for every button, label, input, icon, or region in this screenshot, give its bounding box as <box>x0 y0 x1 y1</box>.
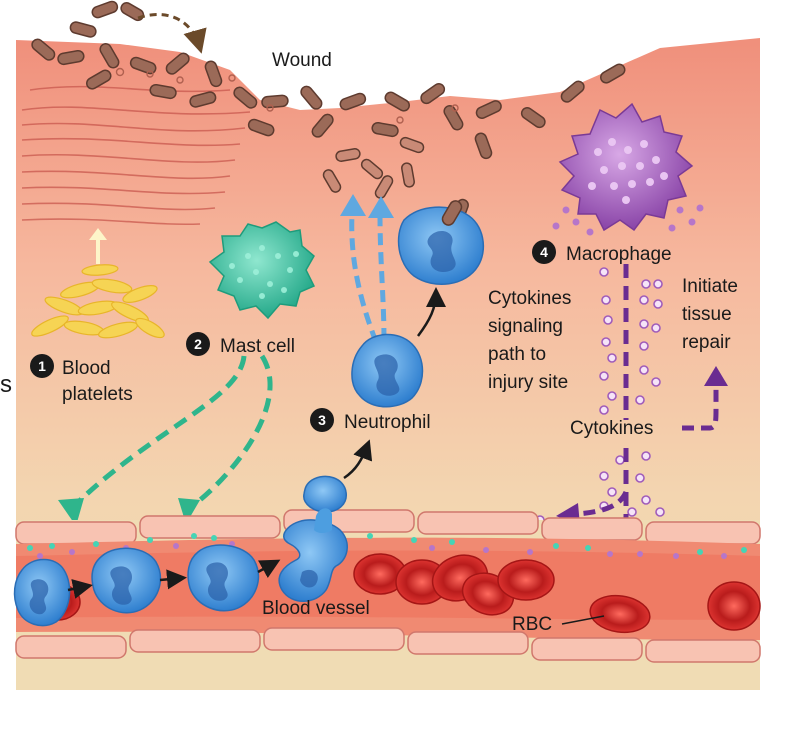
vessel-neutrophils <box>13 475 348 627</box>
platelets-cluster <box>31 264 165 339</box>
cytokines-signal-label-line4: injury site <box>488 372 568 393</box>
macrophage-label: Macrophage <box>566 244 672 265</box>
neutrophil-arrow-right-head <box>368 196 394 218</box>
rbc-label: RBC <box>512 614 552 635</box>
cytokine-left-arrow <box>575 490 629 517</box>
cytokine-dots <box>535 267 665 525</box>
cytokines-signal-label-line1: Cytokines <box>488 288 571 309</box>
neutrophil-arrow-left <box>349 213 379 343</box>
bacteria-entry-arrow <box>137 13 207 54</box>
svg-text:1: 1 <box>38 358 46 374</box>
platelets-arrow-head <box>89 228 107 240</box>
neutrophil <box>351 333 424 408</box>
tissue-repair-label-line2: tissue <box>682 304 732 325</box>
tissue-repair-arrow-head <box>704 366 728 386</box>
mast-cell-label: Mast cell <box>220 336 295 357</box>
tissue-repair-label-line1: Initiate <box>682 276 738 297</box>
mast-cell-arrow-1 <box>68 355 247 512</box>
vessel-neutrophil-1 <box>13 558 71 627</box>
wound-label: Wound <box>272 50 332 71</box>
svg-text:3: 3 <box>318 412 326 428</box>
platelets-label-line2: platelets <box>62 384 133 405</box>
step-badge-4: 4 <box>532 240 556 264</box>
cytokines-label: Cytokines <box>570 418 653 439</box>
cytokines-signal-label-line3: path to <box>488 344 546 365</box>
mast-cell <box>208 221 316 320</box>
vessel-neutrophil-squeezing <box>278 475 348 602</box>
macrophage <box>552 102 704 236</box>
tissue-repair-label-line3: repair <box>682 332 731 353</box>
vessel-neutrophil-3 <box>187 544 259 612</box>
neutrophil-arrow-left-head <box>340 194 366 216</box>
neutrophil-emigration-arrow <box>343 439 373 480</box>
left-edge-glyph: s <box>0 371 12 398</box>
svg-text:4: 4 <box>540 244 548 260</box>
cytokines-signal-label-line2: signaling <box>488 316 563 337</box>
neutrophil-to-phagocyte-arrow <box>416 287 446 337</box>
step-badge-3: 3 <box>310 408 334 432</box>
rolling-arrows <box>67 559 281 599</box>
blood-vessel-label: Blood vessel <box>262 598 370 619</box>
tissue-repair-arrow <box>682 384 719 431</box>
neutrophil-arrow-right <box>377 215 387 341</box>
red-blood-cells <box>35 553 761 634</box>
mast-cell-arrow-2-head <box>178 498 200 524</box>
svg-text:2: 2 <box>194 336 202 352</box>
mast-cell-arrow-1-head <box>58 498 84 526</box>
step-badge-2: 2 <box>186 332 210 356</box>
tissue-fibers <box>21 85 251 226</box>
tissue-bubbles <box>115 67 459 124</box>
step-badge-1: 1 <box>30 354 54 378</box>
platelets-label-line1: Blood <box>62 358 111 379</box>
neutrophil-label: Neutrophil <box>344 412 431 433</box>
rbc-leader-line <box>561 615 605 625</box>
vessel-neutrophil-2 <box>91 547 161 614</box>
mast-cell-arrow-2 <box>188 354 273 510</box>
bacteria-cluster <box>31 0 626 224</box>
neutrophil-phagocyte <box>397 200 485 285</box>
